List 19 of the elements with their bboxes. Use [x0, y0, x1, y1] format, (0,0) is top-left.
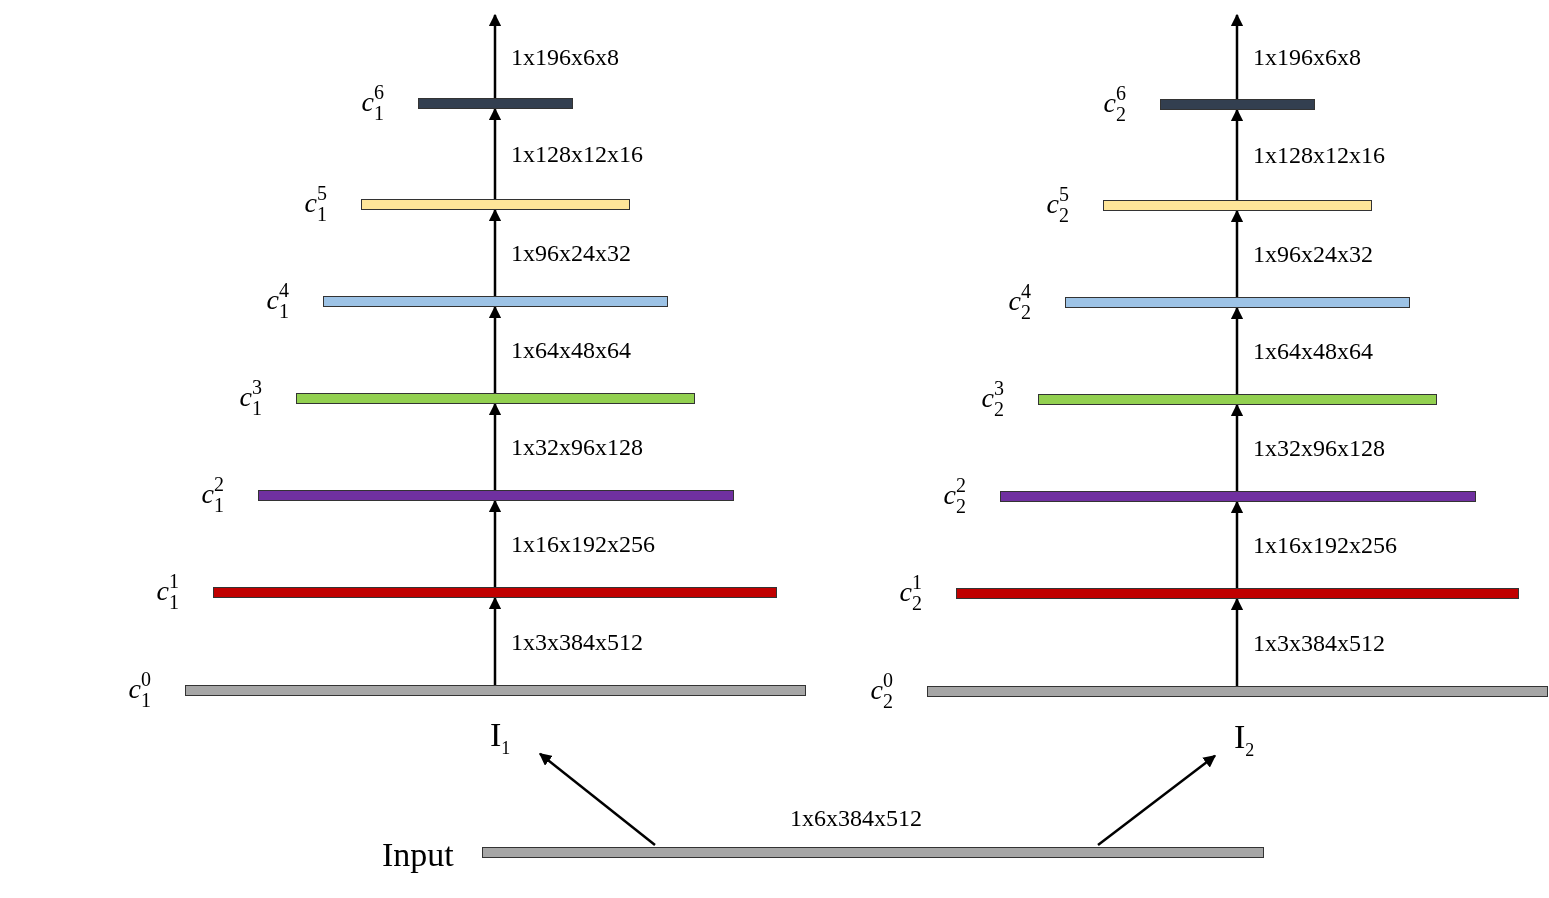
- feature-bar: [1103, 200, 1372, 211]
- bar-label: Input: [382, 838, 454, 872]
- feature-bar: [927, 686, 1548, 697]
- feature-bar: [323, 296, 668, 307]
- feature-bar: [1160, 99, 1315, 110]
- image-label: I$_{2}$: [1234, 720, 1255, 759]
- feature-bar: [213, 587, 777, 598]
- feature-bar: [1065, 297, 1410, 308]
- feature-bar: [185, 685, 806, 696]
- feature-bar: [361, 199, 630, 210]
- feature-bar: [956, 588, 1519, 599]
- image-label: I$_{1}$: [490, 718, 511, 757]
- feature-bar: [296, 393, 695, 404]
- feature-bar: [258, 490, 734, 501]
- feature-bar: [418, 98, 573, 109]
- dimension-label: 1x6x384x512: [790, 806, 922, 830]
- feature-bar: [1000, 491, 1476, 502]
- feature-bar: [482, 847, 1264, 858]
- feature-bar: [1038, 394, 1437, 405]
